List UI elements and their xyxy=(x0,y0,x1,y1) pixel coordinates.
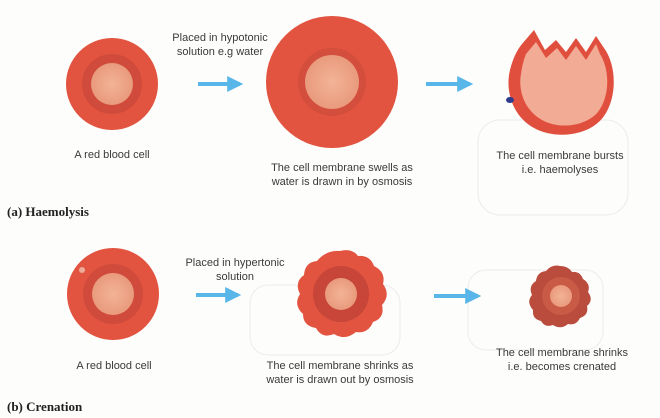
highlight-speck xyxy=(79,267,85,273)
haemolysis-cell-1-caption: A red blood cell xyxy=(52,148,172,162)
cell-center xyxy=(305,55,359,109)
haemolysis-title: (a) Haemolysis xyxy=(7,204,89,220)
haemolysis-cell-burst xyxy=(506,30,614,135)
cell-center xyxy=(550,285,572,307)
haemolysis-cell-3-caption: The cell membrane bursts i.e. haemolyses xyxy=(480,149,640,177)
stain-mark xyxy=(506,97,514,103)
crenation-cell-shrinking xyxy=(297,250,387,337)
cell-center xyxy=(325,278,357,310)
crenation-cell-crenated xyxy=(529,266,591,328)
crenation-cell-normal xyxy=(67,248,159,340)
crenation-cell-2-caption: The cell membrane shrinks as water is dr… xyxy=(255,359,425,387)
haemolysis-step-label: Placed in hypotonic solution e.g water xyxy=(160,31,280,59)
crenation-cell-1-caption: A red blood cell xyxy=(54,359,174,373)
cell-center xyxy=(91,63,133,105)
haemolysis-cell-2-caption: The cell membrane swells as water is dra… xyxy=(257,161,427,189)
cell-center xyxy=(92,273,134,315)
haemolysis-cell-swollen xyxy=(266,16,398,148)
crenation-step-label: Placed in hypertonic solution xyxy=(175,256,295,284)
haemolysis-cell-normal xyxy=(66,38,158,130)
crenation-title: (b) Crenation xyxy=(7,399,82,415)
crenation-cell-3-caption: The cell membrane shrinks i.e. becomes c… xyxy=(482,346,642,374)
